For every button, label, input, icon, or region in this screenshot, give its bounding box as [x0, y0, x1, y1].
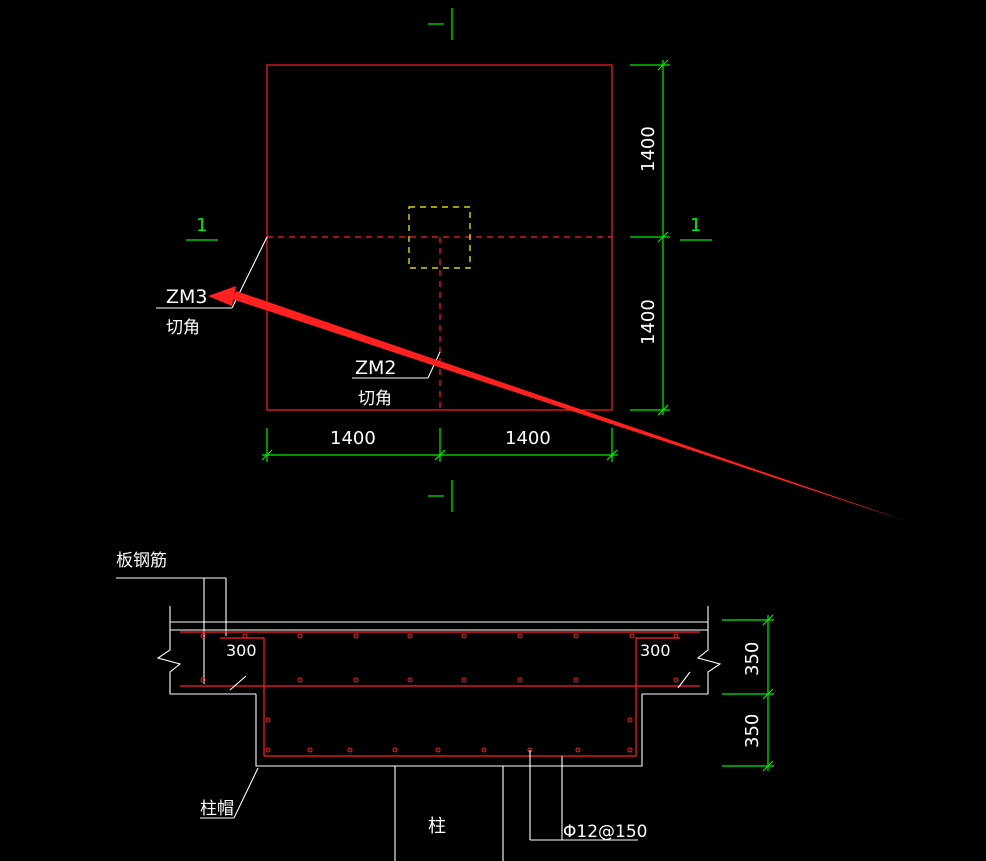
dim-horizontal-left: 1400: [330, 428, 376, 449]
column-cap-label-group: 柱帽: [200, 767, 259, 819]
leader-300-right: [677, 671, 691, 689]
zm3-label-group: ZM3 切角: [156, 236, 268, 338]
plan-view: 1 1 ZM3 切角 ZM2 切角 1400: [156, 8, 712, 512]
section-cut-bottom: [428, 480, 453, 512]
column-label: 柱: [428, 816, 446, 837]
slab-rebar-label: 板钢筋: [116, 551, 167, 571]
rebar-dots: [200, 633, 679, 753]
column-outline: [408, 206, 471, 269]
break-line-left: [156, 606, 182, 694]
slab-rebar-label-group: 板钢筋: [116, 551, 227, 684]
zm2-label: ZM2: [355, 357, 397, 379]
section-mark-right-label: 1: [690, 215, 701, 236]
section-mark-left: 1: [186, 215, 218, 241]
section-cut-top: [428, 8, 453, 40]
leader-300-left: [229, 675, 247, 691]
section-view: 板钢筋 柱: [116, 551, 774, 861]
dimension-vertical: 1400 1400: [630, 59, 670, 416]
dim-vertical-bottom: 1400: [638, 299, 659, 345]
dim-horizontal-right: 1400: [505, 428, 551, 449]
section-dimension-vertical: 350 350: [722, 614, 774, 772]
cap-width-right: 300: [640, 641, 671, 660]
cap-width-left: 300: [226, 641, 257, 660]
section-mark-left-label: 1: [196, 215, 207, 236]
dim-vertical-top: 1400: [638, 126, 659, 172]
dimension-horizontal: 1400 1400: [261, 428, 618, 462]
cap-rebar: [220, 637, 680, 757]
section-mark-right: 1: [680, 215, 712, 241]
dim-section-upper: 350: [742, 642, 763, 676]
drop-panel-section-outline: [255, 694, 643, 767]
break-line-right: [696, 606, 722, 694]
rebar-spec-label-group: Φ12@150: [529, 750, 647, 842]
column-cap-label: 柱帽: [200, 799, 234, 819]
dim-section-lower: 350: [742, 714, 763, 748]
annotation-arrow: [208, 286, 912, 523]
zm3-sub-label: 切角: [166, 318, 200, 338]
rebar-spec-label: Φ12@150: [563, 822, 647, 842]
zm3-label: ZM3: [166, 286, 208, 308]
zm2-sub-label: 切角: [358, 389, 392, 409]
